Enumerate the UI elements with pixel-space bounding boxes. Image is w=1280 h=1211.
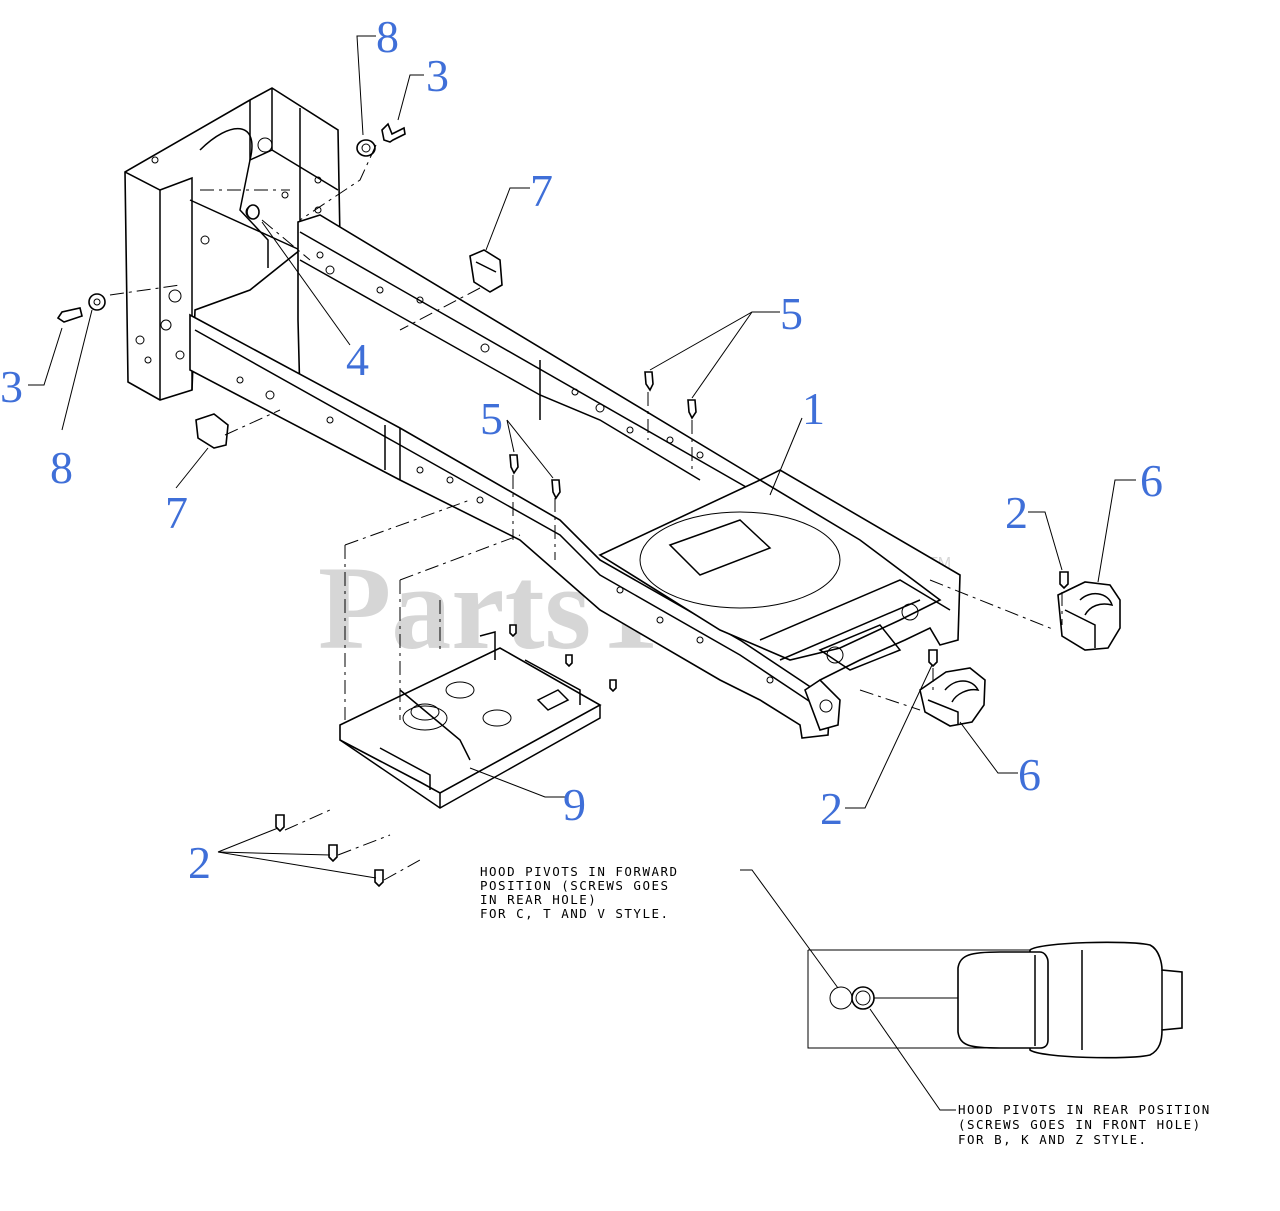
plate-drawing — [339, 631, 602, 809]
note-rear-line-2: (SCREWS GOES IN FRONT HOLE) — [958, 1117, 1202, 1132]
callout-6-top: 6 — [1140, 455, 1163, 506]
callout-1: 1 — [802, 383, 825, 434]
callout-2-right: 2 — [1005, 487, 1028, 538]
note-rear: HOOD PIVOTS IN REAR POSITION (SCREWS GOE… — [958, 1102, 1211, 1147]
callout-3-left: 3 — [0, 361, 23, 412]
callout-2-left: 2 — [188, 837, 211, 888]
callout-6-bottom: 6 — [1018, 749, 1041, 800]
center-lines — [109, 144, 1063, 881]
callout-3-top: 3 — [426, 50, 449, 101]
note-rear-line-1: HOOD PIVOTS IN REAR POSITION — [958, 1102, 1211, 1117]
callout-7-top: 7 — [530, 165, 553, 216]
callout-5-right: 5 — [780, 288, 803, 339]
note-forward-line-1: HOOD PIVOTS IN FORWARD — [480, 864, 679, 879]
callout-8-top: 8 — [376, 11, 399, 62]
note-forward: HOOD PIVOTS IN FORWARD POSITION (SCREWS … — [480, 864, 679, 921]
callout-4: 4 — [346, 334, 369, 385]
note-rear-line-3: FOR B, K AND Z STYLE. — [958, 1132, 1148, 1147]
callout-2-center: 2 — [820, 783, 843, 834]
hood-pivot-detail — [740, 869, 1183, 1111]
callout-5-center: 5 — [480, 393, 503, 444]
main-frame-drawing — [189, 214, 961, 739]
front-bracket-drawing — [124, 87, 341, 401]
note-forward-line-4: FOR C, T AND V STYLE. — [480, 906, 670, 921]
leader-lines — [28, 35, 1136, 879]
note-forward-line-2: POSITION (SCREWS GOES — [480, 878, 670, 893]
note-forward-line-3: IN REAR HOLE) — [480, 892, 597, 907]
callout-9: 9 — [563, 779, 586, 830]
callouts: 8 3 3 8 4 7 7 5 5 1 2 6 2 6 9 2 — [0, 11, 1163, 888]
callout-8-left: 8 — [50, 442, 73, 493]
callout-7-left: 7 — [165, 487, 188, 538]
